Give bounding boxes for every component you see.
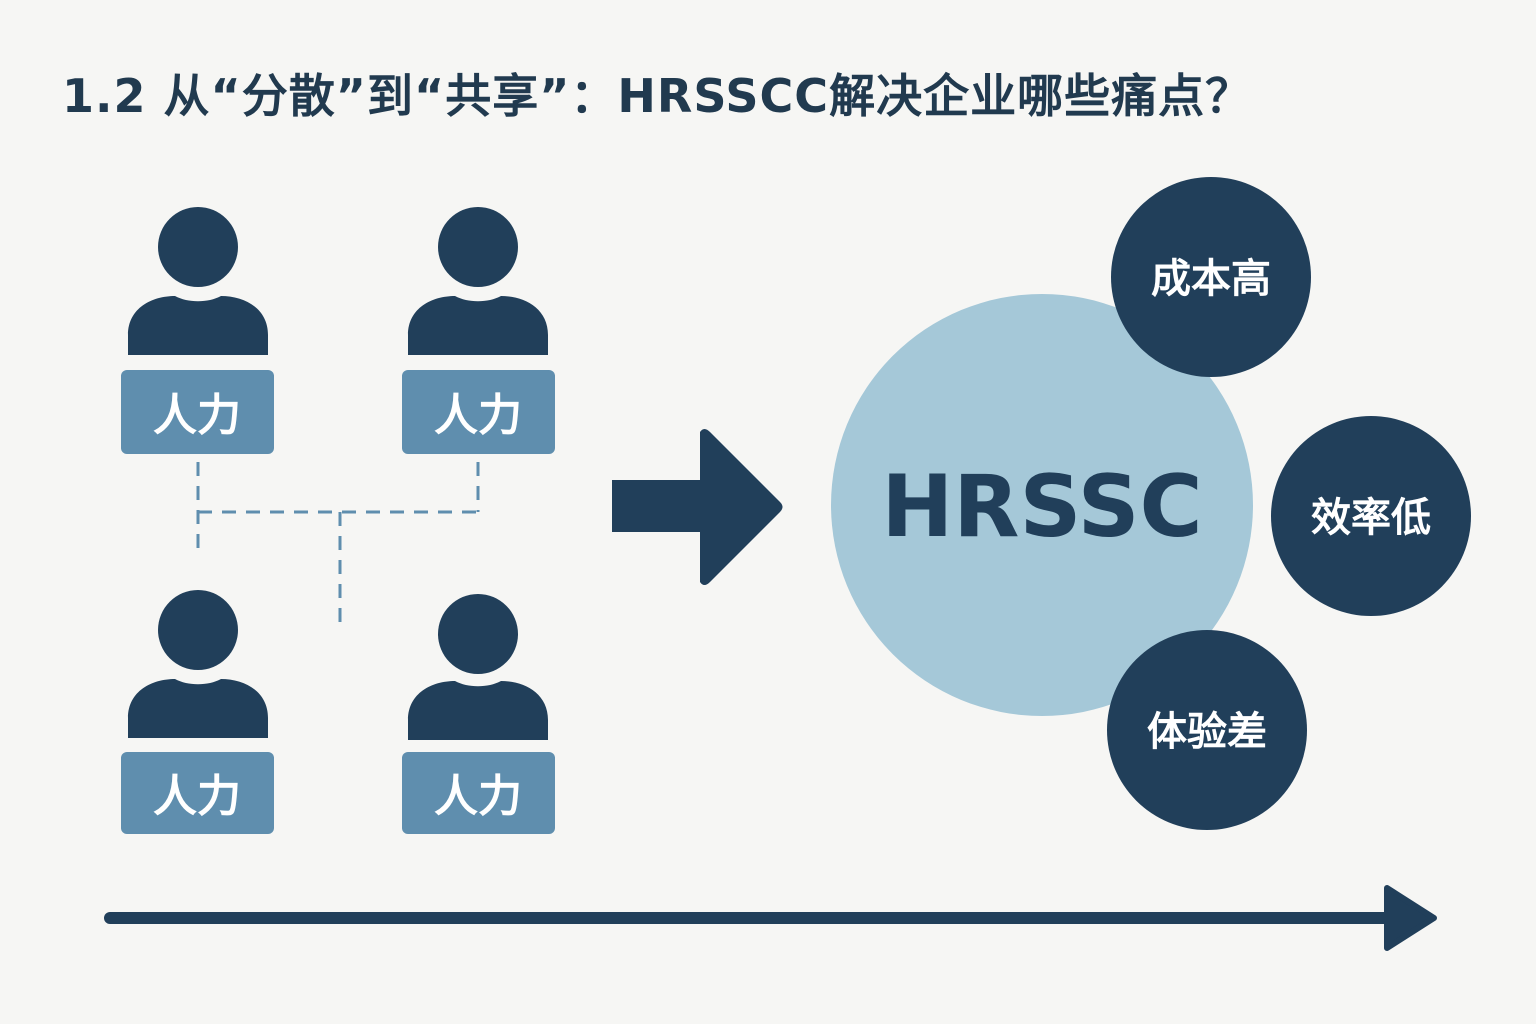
dashed-connectors — [196, 462, 480, 625]
person-body-icon — [408, 296, 548, 355]
person-head-icon — [158, 207, 238, 287]
hr-person-3: 人力 — [121, 590, 274, 834]
hrssc-circle — [831, 294, 1253, 716]
person-head-icon — [438, 207, 518, 287]
hr-person-2: 人力 — [402, 207, 555, 454]
hr-label: 人力 — [153, 771, 241, 822]
page-title: 1.2 从“分散”到“共享”：HRSSCC解决企业哪些痛点？ — [62, 69, 1253, 123]
pain-point-efficiency: 效率低 — [1271, 416, 1471, 616]
timeline-arrowhead-icon — [1384, 885, 1437, 951]
person-head-icon — [158, 590, 238, 670]
hrssc-hub: HRSSC — [831, 294, 1253, 716]
hr-person-4: 人力 — [402, 594, 555, 834]
hr-person-1: 人力 — [121, 207, 274, 454]
pain-point-label: 效率低 — [1311, 495, 1431, 541]
pain-point-label: 成本高 — [1151, 256, 1271, 302]
hr-label: 人力 — [153, 390, 241, 441]
pain-point-label: 体验差 — [1147, 709, 1267, 755]
person-head-icon — [438, 594, 518, 674]
hr-label-box — [121, 370, 274, 454]
transform-arrow-icon — [612, 429, 783, 585]
pain-point-bubble — [1107, 630, 1307, 830]
pain-point-bubble — [1271, 416, 1471, 616]
timeline-arrow — [104, 885, 1437, 951]
hr-label-box — [121, 752, 274, 834]
pain-point-experience: 体验差 — [1107, 630, 1307, 830]
hrssc-label: HRSSC — [881, 457, 1202, 557]
person-body-icon — [128, 679, 268, 738]
pain-point-cost: 成本高 — [1111, 177, 1311, 377]
pain-point-bubble — [1111, 177, 1311, 377]
hr-label-box — [402, 370, 555, 454]
hr-label: 人力 — [434, 390, 522, 441]
person-body-icon — [128, 296, 268, 355]
hr-label-box — [402, 752, 555, 834]
hr-label: 人力 — [434, 771, 522, 822]
person-body-icon — [408, 681, 548, 740]
